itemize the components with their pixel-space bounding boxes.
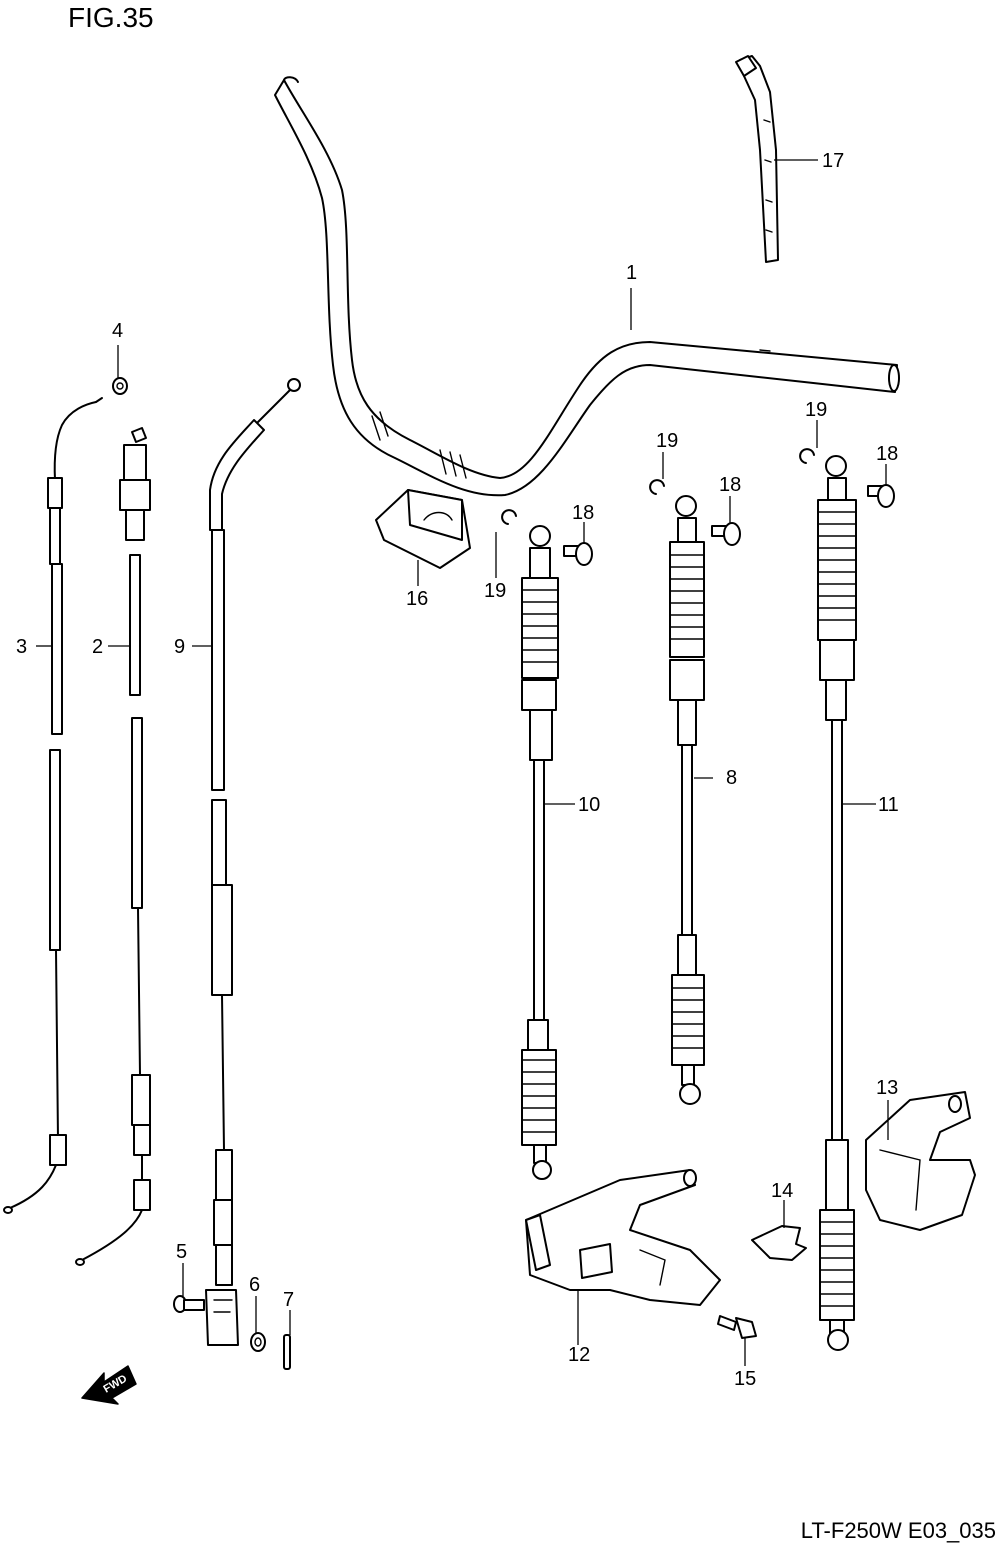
callout-9: 9 (174, 636, 185, 658)
callout-8: 8 (726, 767, 737, 789)
bolt-18-b (711, 522, 741, 546)
clip-19-a (501, 509, 517, 525)
callout-19-b: 19 (656, 430, 678, 452)
throttle-cable (3, 397, 103, 1214)
washer-6 (250, 1332, 266, 1352)
cable-part-11 (817, 455, 857, 1351)
pin-7 (283, 1334, 291, 1370)
cable-part-2 (75, 427, 151, 1266)
callout-1: 1 (626, 262, 637, 284)
callout-4: 4 (112, 320, 123, 342)
callout-16: 16 (406, 588, 428, 610)
callout-10: 10 (578, 794, 600, 816)
clip-19-c (799, 448, 815, 464)
callout-2: 2 (92, 636, 103, 658)
bracket-13 (865, 1091, 976, 1231)
callout-18-b: 18 (719, 474, 741, 496)
bolt-18-c (867, 484, 895, 508)
callout-18-c: 18 (876, 443, 898, 465)
washer-4 (112, 377, 128, 395)
handlebar (274, 76, 900, 497)
callout-6: 6 (249, 1274, 260, 1296)
callout-15: 15 (734, 1368, 756, 1390)
brake-cable-10 (521, 525, 559, 1180)
bracket-12 (525, 1169, 721, 1306)
callout-3: 3 (16, 636, 27, 658)
cable-part-8 (669, 495, 705, 1105)
callout-11: 11 (878, 794, 899, 816)
cable-part-9 (205, 378, 301, 1346)
leader-lines (36, 159, 889, 1366)
callout-17: 17 (822, 150, 844, 172)
callout-13: 13 (876, 1077, 898, 1099)
figure-title: FIG.35 (68, 2, 154, 33)
fwd-arrow-icon: FWD (81, 1365, 137, 1405)
callout-19-a: 19 (484, 580, 506, 602)
figure-footer: LT-F250W E03_035 (800, 1518, 996, 1543)
bolt-18-a (563, 542, 593, 566)
clip-19-b (649, 479, 665, 495)
callout-18-a: 18 (572, 502, 594, 524)
clip-14 (751, 1225, 807, 1261)
bolt-5 (173, 1295, 205, 1313)
bolt-15 (717, 1315, 757, 1339)
callout-7: 7 (283, 1289, 294, 1311)
callout-12: 12 (568, 1344, 590, 1366)
bracket-16 (375, 489, 471, 569)
tool-wrench (735, 55, 779, 263)
callout-19-c: 19 (805, 399, 827, 421)
callout-5: 5 (176, 1241, 187, 1263)
callout-14: 14 (771, 1180, 793, 1202)
